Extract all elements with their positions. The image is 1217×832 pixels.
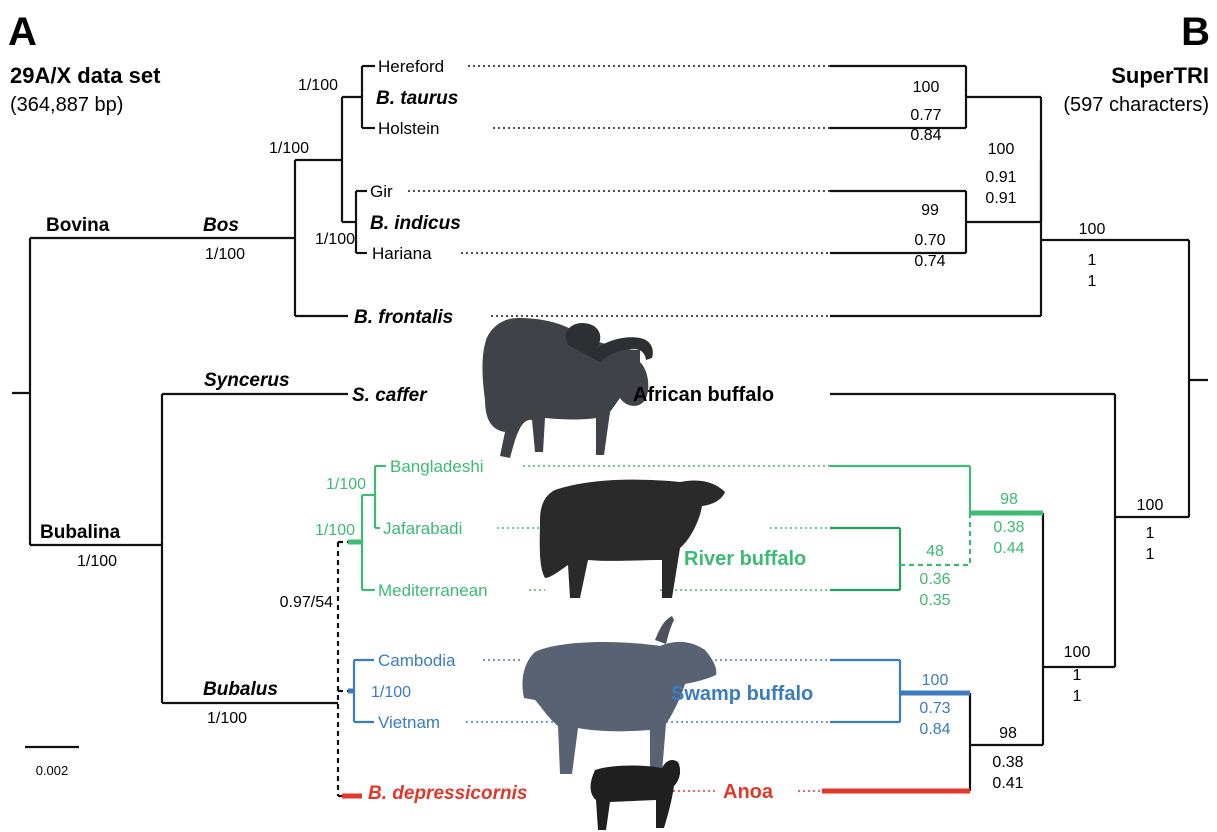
support-indicus-right-2: 0.74 [914, 253, 945, 270]
taxon-b-frontalis: B. frontalis [354, 307, 453, 328]
taxon-gir: Gir [370, 182, 393, 201]
label-swamp-buffalo: Swamp buffalo [671, 683, 813, 705]
scale-bar-label: 0.002 [36, 763, 69, 778]
dotted-connectors-black [408, 66, 830, 316]
support-bubalus-right-0: 100 [1064, 644, 1091, 661]
right-header-subtitle: (597 characters) [1063, 94, 1209, 116]
genus-syncerus: Syncerus [204, 370, 290, 391]
right-header-title: SuperTRI [1111, 63, 1209, 88]
support-swamp-right-2: 0.84 [919, 721, 950, 738]
taxon-b-depressicornis: B. depressicornis [368, 783, 527, 804]
support-bos-right-0: 100 [1079, 221, 1106, 238]
african-buffalo-image [482, 318, 652, 458]
support-river-all-right-2: 0.44 [993, 540, 1024, 557]
support-bubalus-right-1: 1 [1073, 667, 1082, 684]
support-ti-right-0: 100 [988, 141, 1015, 158]
support-bos-right-1: 1 [1088, 252, 1097, 269]
group-bubalina: Bubalina [40, 522, 121, 543]
support-river-jm-right-0: 48 [926, 543, 944, 560]
left-header-title: 29A/X data set [10, 63, 161, 88]
bubalus-dashed-connectors [338, 542, 348, 796]
support-swamp-anoa-right-0: 98 [999, 725, 1017, 742]
panel-a-letter: A [8, 10, 37, 54]
taxon-hereford: Hereford [378, 57, 444, 76]
left-header-subtitle: (364,887 bp) [10, 94, 123, 116]
support-bubalus-right-2: 1 [1073, 688, 1082, 705]
support-bubalina-right-1: 1 [1146, 525, 1155, 542]
support-taurus-left: 1/100 [298, 77, 338, 94]
taxon-b-indicus: B. indicus [370, 213, 461, 234]
group-bovina: Bovina [46, 215, 110, 236]
support-indicus-right-0: 99 [921, 202, 939, 219]
taxon-cambodia: Cambodia [378, 651, 456, 670]
anoa-image [591, 760, 681, 830]
support-bubalus: 1/100 [207, 710, 247, 727]
support-bubalina-right-0: 100 [1137, 497, 1164, 514]
taxon-mediterranean: Mediterranean [378, 581, 488, 600]
panel-b-letter: B [1181, 10, 1210, 54]
support-ti-right-1: 0.91 [985, 169, 1016, 186]
support-river-jm-right-2: 0.35 [919, 592, 950, 609]
taxon-vietnam: Vietnam [378, 713, 440, 732]
label-river-buffalo: River buffalo [684, 548, 806, 570]
taxon-holstein: Holstein [378, 119, 439, 138]
taxon-b-taurus: B. taurus [376, 88, 458, 109]
support-ti-right-2: 0.91 [985, 190, 1016, 207]
taxon-hariana: Hariana [372, 244, 432, 263]
support-river-swamp-left: 0.97/54 [280, 594, 333, 611]
support-river-jm-right-1: 0.36 [919, 571, 950, 588]
right-supports: 100 0.77 0.84 99 0.70 0.74 100 0.91 0.91… [910, 79, 1163, 792]
taxon-s-caffer: S. caffer [352, 385, 428, 406]
support-river-all-right-1: 0.38 [993, 519, 1024, 536]
support-bubalina: 1/100 [77, 553, 117, 570]
support-river-all-right-0: 98 [1000, 491, 1018, 508]
support-taurus-right-2: 0.84 [910, 127, 941, 144]
support-taurus-indicus-left: 1/100 [269, 140, 309, 157]
support-taurus-right-1: 0.77 [910, 107, 941, 124]
taxon-jafarabadi: Jafarabadi [383, 519, 462, 538]
left-tree-black [12, 66, 375, 747]
label-anoa: Anoa [723, 781, 774, 803]
right-tree-black [830, 66, 1208, 791]
taxon-bangladeshi: Bangladeshi [390, 457, 484, 476]
support-bos: 1/100 [205, 246, 245, 263]
support-indicus-right-1: 0.70 [914, 232, 945, 249]
label-african-buffalo: African buffalo [633, 384, 774, 406]
support-bos-right-2: 1 [1088, 273, 1097, 290]
support-river-all-left: 1/100 [315, 522, 355, 539]
support-swamp-anoa-right-1: 0.38 [992, 754, 1023, 771]
support-river-bm-left: 1/100 [326, 476, 366, 493]
support-swamp-right-0: 100 [922, 672, 949, 689]
river-buffalo-image [540, 480, 725, 598]
support-indicus-left: 1/100 [315, 231, 355, 248]
genus-bos: Bos [203, 215, 239, 236]
genus-bubalus: Bubalus [203, 679, 278, 700]
support-swamp-left: 1/100 [371, 684, 411, 701]
support-swamp-anoa-right-2: 0.41 [992, 775, 1023, 792]
support-bubalina-right-2: 1 [1146, 546, 1155, 563]
support-swamp-right-1: 0.73 [919, 700, 950, 717]
support-taurus-right-0: 100 [913, 79, 940, 96]
